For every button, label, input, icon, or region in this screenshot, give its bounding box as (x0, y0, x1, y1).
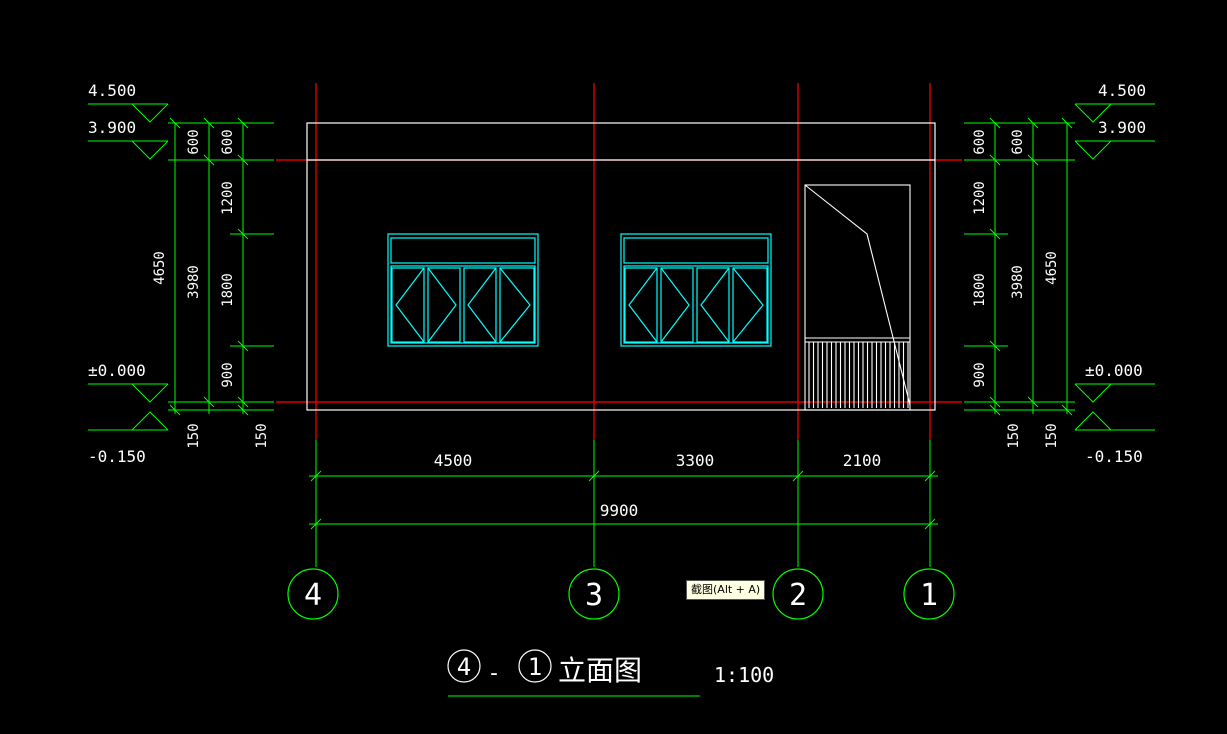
axis-label-3: 3 (585, 578, 603, 613)
axis-grid-lines (276, 83, 962, 440)
vdim-left-1200: 1200 (220, 181, 236, 215)
vdim-right-1200: 1200 (972, 181, 988, 215)
left-elevation-markers (88, 103, 169, 431)
title-dash: - (487, 661, 500, 686)
left-dimension-lines (168, 117, 274, 416)
right-dimension-lines (964, 117, 1075, 416)
vdim-right-600b: 600 (1010, 129, 1026, 154)
right-elevation-markers (1074, 103, 1155, 431)
vdim-left-4650: 4650 (152, 251, 168, 285)
vdim-left-600b: 600 (220, 129, 236, 154)
dim-3300: 3300 (676, 451, 715, 470)
vdim-right-150a: 150 (1006, 423, 1022, 448)
title-axis-to: 1 (528, 653, 542, 681)
elev-right-minus150: -0.150 (1085, 447, 1143, 466)
elev-left-3900: 3.900 (88, 118, 136, 137)
axis-label-4: 4 (304, 578, 322, 613)
dim-2100: 2100 (843, 451, 882, 470)
vdim-right-150b: 150 (1044, 423, 1060, 448)
horizontal-dimension-lines (309, 440, 938, 567)
vdim-left-150b: 150 (254, 423, 270, 448)
screenshot-tooltip: 截图(Alt + A) (686, 580, 766, 600)
vdim-left-150a: 150 (186, 423, 202, 448)
title-axis-from: 4 (457, 653, 471, 681)
vdim-left-600a: 600 (186, 129, 202, 154)
drawing-title-block: 4 - 1 立面图 1:100 (447, 649, 774, 697)
window-right (620, 233, 772, 347)
vdim-right-4650: 4650 (1044, 251, 1060, 285)
dim-4500: 4500 (434, 451, 473, 470)
door (804, 184, 911, 411)
window-left (387, 233, 539, 347)
elev-left-minus150: -0.150 (88, 447, 146, 466)
elev-right-4500: 4.500 (1098, 81, 1146, 100)
elev-left-4500: 4.500 (88, 81, 136, 100)
vdim-left-3980: 3980 (186, 265, 202, 299)
vdim-right-900: 900 (972, 362, 988, 387)
drawing-scale: 1:100 (714, 663, 774, 687)
vdim-right-1800: 1800 (972, 273, 988, 307)
axis-label-1: 1 (920, 578, 938, 613)
elev-right-0000: ±0.000 (1085, 361, 1143, 380)
elev-left-0000: ±0.000 (88, 361, 146, 380)
vdim-left-1800: 1800 (220, 273, 236, 307)
vdim-right-600a: 600 (972, 129, 988, 154)
elev-right-3900: 3.900 (1098, 118, 1146, 137)
door-louver-slats (808, 342, 909, 408)
vdim-right-3980: 3980 (1010, 265, 1026, 299)
axis-bubbles (287, 568, 955, 620)
building-outline (306, 122, 936, 411)
drawing-title: 立面图 (558, 654, 642, 687)
vdim-left-900: 900 (220, 362, 236, 387)
dim-9900: 9900 (600, 501, 639, 520)
axis-label-2: 2 (789, 578, 807, 613)
